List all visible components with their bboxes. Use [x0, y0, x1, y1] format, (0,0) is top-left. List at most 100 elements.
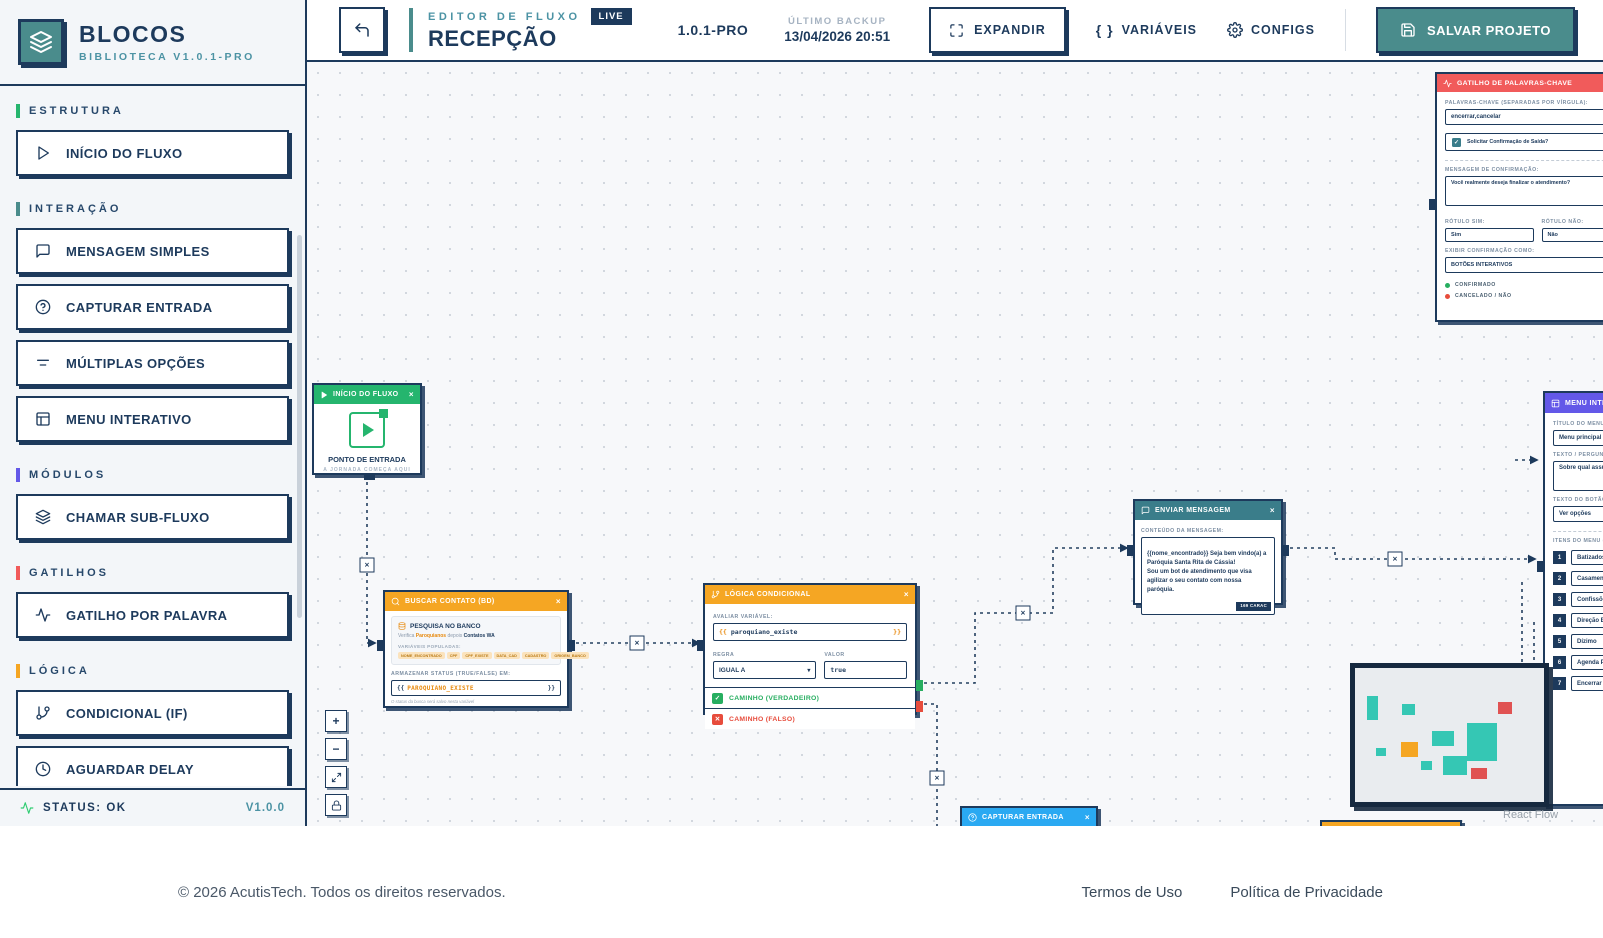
target-handle[interactable]	[1537, 561, 1544, 572]
flow-canvas[interactable]: × × × × × INÍCIO DO FLUXO × PONTO DE ENT…	[307, 62, 1603, 826]
node-buscar-contato[interactable]: BUSCAR CONTATO (BD) × PESQUISA NO BANCO …	[377, 590, 589, 708]
sidebar-item-aguardar-delay[interactable]: AGUARDAR DELAY	[16, 746, 289, 786]
plus-icon: +	[332, 714, 340, 728]
close-icon[interactable]: ×	[1269, 506, 1275, 515]
zoom-out-button[interactable]: −	[325, 738, 347, 760]
terms-link[interactable]: Termos de Uso	[1081, 884, 1183, 901]
title-block: EDITOR DE FLUXO LIVE RECEPÇÃO	[428, 8, 632, 52]
sidebar-item-mensagem-simples[interactable]: MENSAGEM SIMPLES	[16, 228, 289, 274]
checkbox-checked-icon[interactable]: ✓	[1452, 137, 1461, 147]
node-inicio-do-fluxo[interactable]: INÍCIO DO FLUXO × PONTO DE ENTRADA A JOR…	[312, 383, 422, 480]
store-variable-input[interactable]: {{ PAROQUIANO_EXISTE }}	[391, 680, 561, 696]
node-gatilho-palavras-chave[interactable]: GATILHO DE PALAVRAS-CHAVE PALAVRAS-CHAVE…	[1429, 72, 1603, 322]
node-menu-interativo[interactable]: MENU INTERATIVO TÍTULO DO MENU (HEADER):…	[1537, 391, 1603, 806]
fit-view-button[interactable]	[325, 766, 347, 788]
sidebar-item-condicional-if[interactable]: CONDICIONAL (IF)	[16, 690, 289, 736]
node-capturar-entrada[interactable]: CAPTURAR ENTRADA ×	[960, 806, 1098, 826]
variables-button[interactable]: { } VARIÁVEIS	[1096, 22, 1197, 38]
edge-delete-button[interactable]: ×	[629, 635, 645, 651]
close-icon[interactable]: ×	[903, 590, 909, 599]
item-input[interactable]: Agenda Paroquial	[1571, 655, 1603, 670]
item-input[interactable]: Batizados	[1571, 550, 1603, 565]
confirm-exit-checkbox-row[interactable]: ✓ Solicitar Confirmação de Saída?	[1445, 133, 1603, 151]
edge-delete-button[interactable]: ×	[1015, 605, 1031, 621]
privacy-link[interactable]: Política de Privacidade	[1230, 884, 1383, 901]
section-interacao: INTERAÇÃO	[16, 202, 289, 216]
node-header	[1322, 822, 1460, 826]
sidebar-item-gatilho-por-palavra[interactable]: GATILHO POR PALAVRA	[16, 592, 289, 638]
close-icon: ×	[364, 560, 370, 570]
back-button[interactable]	[339, 7, 385, 53]
menu-item-row[interactable]: 3Confissões	[1553, 592, 1603, 607]
help-circle-icon	[968, 813, 977, 822]
sidebar-item-chamar-sub-fluxo[interactable]: CHAMAR SUB-FLUXO	[16, 494, 289, 540]
expand-button[interactable]: EXPANDIR	[929, 7, 1066, 53]
minimap[interactable]	[1350, 663, 1549, 807]
node-logica-condicional[interactable]: LÓGICA CONDICIONAL × AVALIAR VARIÁVEL: {…	[697, 583, 923, 729]
keywords-input[interactable]: encerrar,cancelar	[1445, 109, 1603, 125]
configs-button[interactable]: CONFIGS	[1227, 22, 1315, 38]
variables-label: VARIÁVEIS	[1121, 23, 1198, 37]
node-header: ENVIAR MENSAGEM ×	[1135, 501, 1281, 520]
node-enviar-mensagem[interactable]: ENVIAR MENSAGEM × CONTEÚDO DA MENSAGEM: …	[1127, 499, 1289, 615]
help-circle-icon	[35, 299, 51, 315]
source-handle[interactable]	[568, 640, 575, 651]
sidebar-item-label: MENSAGEM SIMPLES	[66, 243, 210, 259]
item-input[interactable]: Encerrar Atendimento	[1571, 676, 1603, 691]
close-icon[interactable]: ×	[555, 597, 561, 606]
eval-variable-input[interactable]: {{ paroquiano_existe }}	[713, 623, 907, 641]
brand-name: BLOCOS	[79, 21, 187, 47]
menu-title-input[interactable]: Menu principal	[1553, 430, 1603, 446]
item-input[interactable]: Direção Espiritual	[1571, 613, 1603, 628]
rule-select[interactable]: IGUAL A ▾	[713, 661, 817, 679]
display-as-select[interactable]: BOTÕES INTERATIVOS	[1445, 257, 1603, 273]
item-input[interactable]: Confissões	[1571, 592, 1603, 607]
no-input[interactable]: Não	[1541, 228, 1603, 242]
edge-delete-button[interactable]: ×	[1387, 551, 1403, 567]
node-body: PONTO DE ENTRADA A JORNADA COMEÇA AQUI	[314, 404, 420, 473]
title-accent-bar	[409, 8, 413, 52]
target-handle[interactable]	[377, 640, 384, 651]
menu-question-textarea[interactable]: Sobre qual assunto você deseja falar?	[1553, 461, 1603, 491]
sidebar-scrollbar[interactable]	[297, 235, 302, 618]
value-input[interactable]: true	[824, 661, 907, 679]
menu-question-label: TEXTO / PERGUNTA INICIAL:	[1553, 452, 1603, 458]
close-icon[interactable]: ×	[408, 390, 414, 399]
sidebar-item-menu-interativo[interactable]: MENU INTERATIVO	[16, 396, 289, 442]
node-body: PALAVRAS-CHAVE (SEPARADAS POR VÍRGULA): …	[1437, 92, 1603, 307]
source-handle[interactable]	[364, 473, 375, 480]
item-input[interactable]: Casamentos	[1571, 571, 1603, 586]
menu-item-row[interactable]: 2Casamentos	[1553, 571, 1603, 586]
layout-grid-icon	[35, 411, 51, 427]
zoom-in-button[interactable]: +	[325, 710, 347, 732]
close-icon[interactable]: ×	[1084, 813, 1090, 822]
node-title: GATILHO DE PALAVRAS-CHAVE	[1457, 79, 1573, 87]
target-handle[interactable]	[697, 640, 704, 651]
save-project-button[interactable]: SALVAR PROJETO	[1375, 7, 1575, 53]
sidebar-item-multiplas-opcoes[interactable]: MÚLTIPLAS OPÇÕES	[16, 340, 289, 386]
menu-button-input[interactable]: Ver opções	[1553, 506, 1603, 522]
edge-delete-button[interactable]: ×	[359, 557, 375, 573]
item-input[interactable]: Dízimo	[1571, 634, 1603, 649]
node-title: CAPTURAR ENTRADA	[982, 814, 1064, 821]
sidebar-item-inicio-do-fluxo[interactable]: INÍCIO DO FLUXO	[16, 130, 289, 176]
message-textarea[interactable]: {{nome_encontrado}} Seja bem vindo(a) a …	[1141, 537, 1275, 615]
minimap-node	[1376, 748, 1386, 756]
source-handle[interactable]	[1282, 545, 1289, 556]
node-clipped-orange[interactable]	[1320, 820, 1462, 826]
lock-button[interactable]	[325, 794, 347, 816]
edge-delete-button[interactable]: ×	[929, 770, 945, 786]
source-handle-true[interactable]	[916, 680, 923, 691]
yes-input[interactable]: Sim	[1445, 228, 1534, 242]
confirm-message-textarea[interactable]: Você realmente deseja finalizar o atendi…	[1445, 176, 1603, 206]
source-handle-false[interactable]	[916, 701, 923, 712]
sidebar-item-capturar-entrada[interactable]: CAPTURAR ENTRADA	[16, 284, 289, 330]
target-handle[interactable]	[1429, 199, 1436, 210]
target-handle[interactable]	[1127, 545, 1134, 556]
minimap-node	[1467, 723, 1497, 761]
